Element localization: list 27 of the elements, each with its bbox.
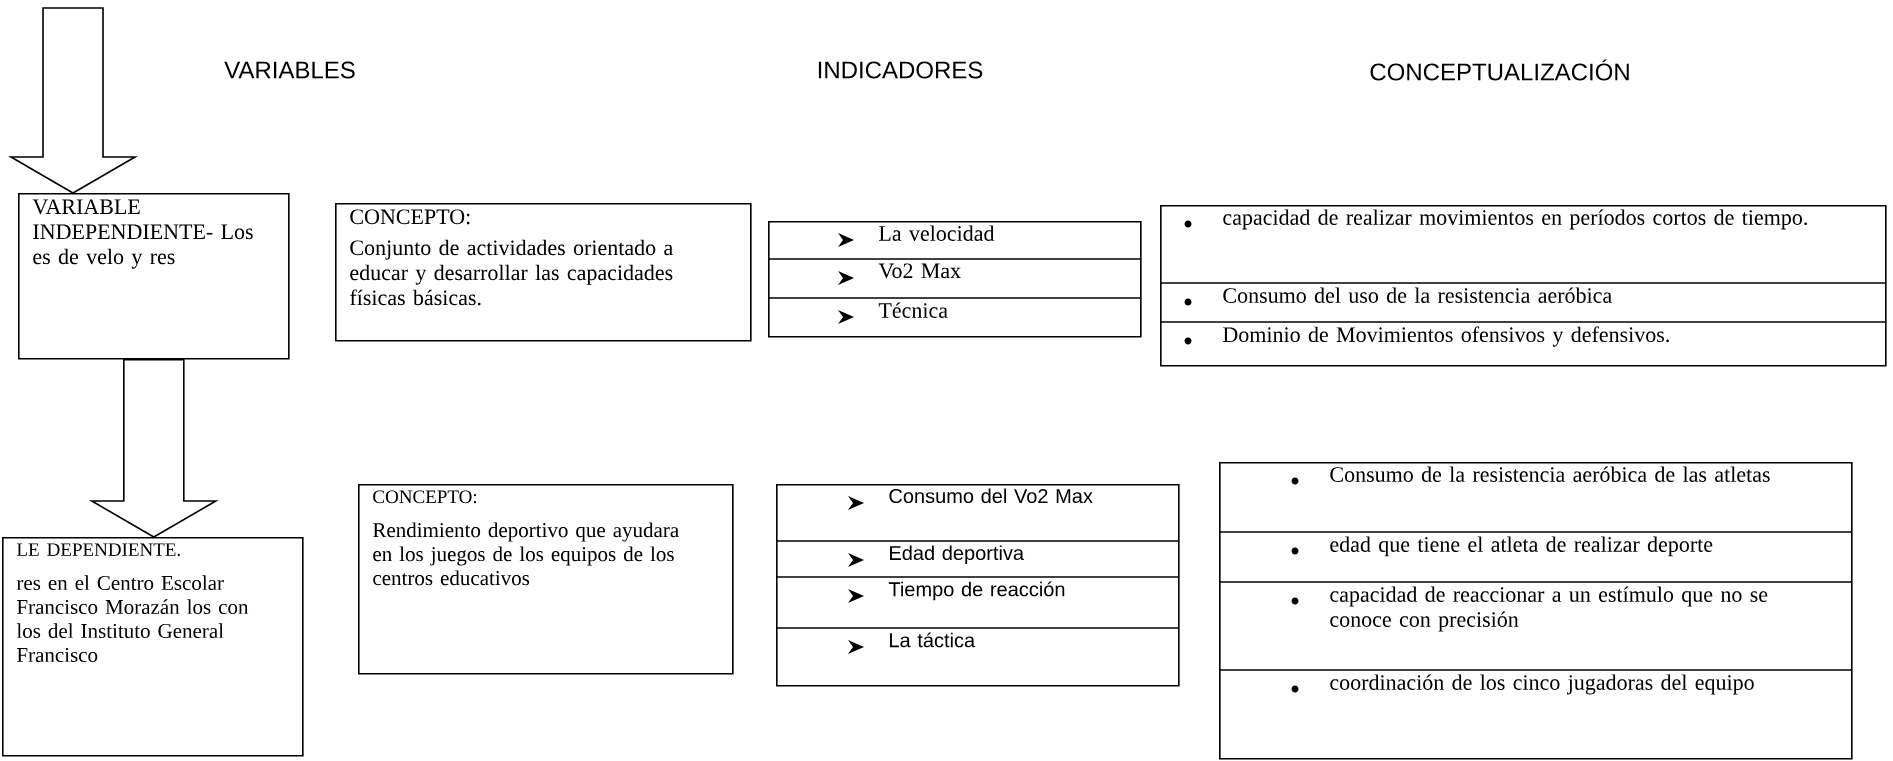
block-arrow (8, 7, 138, 194)
list-table (768, 221, 1142, 338)
list-item: La táctica (890, 632, 976, 648)
text-box: CONCEPTO: Conjunto de actividades orientado a educar y desarrollar las capacidades físicas básicas. (335, 203, 752, 342)
list-item: coordinación de los cinco jugadoras del equipo (1330, 674, 1754, 695)
text-box: VARIABLE INDEPENDIENTE- Los es de velo y res (18, 193, 290, 360)
column-heading: CONCEPTUALIZACIÓN (1370, 59, 1629, 81)
list-item: capacidad de realizar movimientos en períodos cortos de tiempo. (1223, 209, 1807, 230)
list-item: La velocidad (879, 225, 995, 241)
text-box: LE DEPENDIENTE. res en el Centro Escolar Francisco Morazán los con los del Instituto General Francisco (2, 537, 304, 757)
list-item: Consumo de la resistencia aeróbica de las atletas (1330, 466, 1770, 482)
text-box: CONCEPTO: Rendimiento deportivo que ayudara en los juegos de los equipos de los centros educativos (358, 484, 734, 675)
block-arrow (88, 358, 219, 538)
list-table (776, 484, 1180, 687)
list-item: Vo2 Max (878, 263, 961, 279)
list-item: Consumo del uso de la resistencia aeróbica (1223, 287, 1612, 303)
list-item: edad que tiene el atleta de realizar deporte (1330, 536, 1713, 557)
list-item: capacidad de reaccionar a un estímulo que no se conoce con precisión (1330, 586, 1768, 632)
list-table (1219, 462, 1853, 760)
list-item: Tiempo de reacción (888, 581, 1065, 601)
list-item: Dominio de Movimientos ofensivos y defensivos. (1223, 326, 1669, 347)
list-item: Técnica (878, 302, 948, 318)
list-item: Edad deportiva (890, 545, 1025, 565)
column-heading: INDICADORES (818, 61, 983, 79)
column-heading: VARIABLES (224, 61, 355, 79)
list-item: Consumo del Vo2 Max (889, 488, 1093, 504)
list-table (1160, 205, 1887, 367)
